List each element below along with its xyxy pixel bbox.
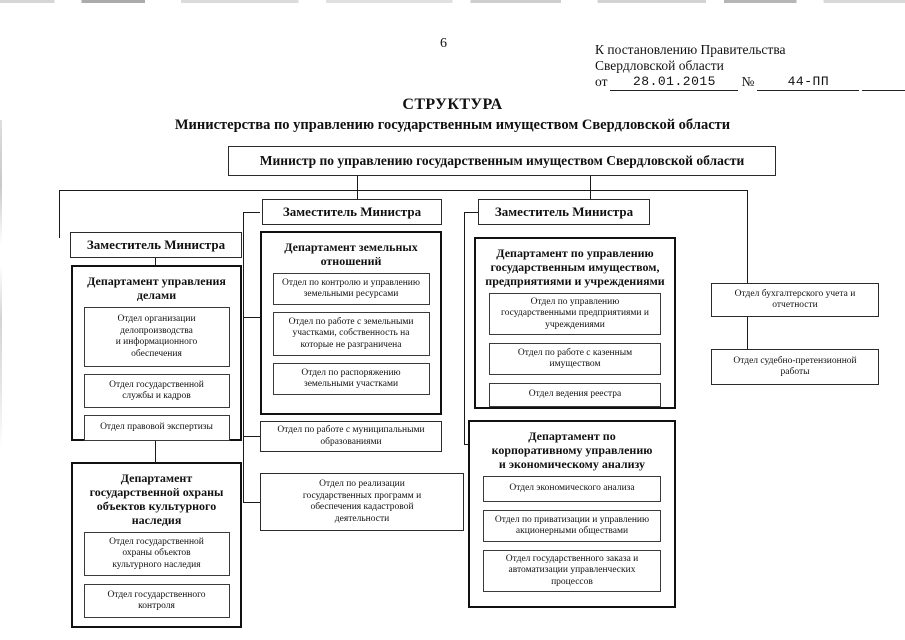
unit-economic-analysis[interactable]: Отдел экономического анализа — [483, 476, 661, 502]
appendix-line-2: Свердловской области — [595, 58, 724, 73]
deputy-minister-middle-box[interactable]: Заместитель Министра — [262, 199, 442, 225]
connector-right-rail — [464, 212, 465, 444]
unit-legal-expertise[interactable]: Отдел правовой экспертизы — [83, 415, 230, 441]
scan-artifact-left — [0, 120, 2, 450]
deputy-minister-left-box[interactable]: Заместитель Министра — [70, 232, 242, 258]
number-value: 44-ПП — [757, 74, 860, 91]
document-subtitle: Министерства по управлению государственн… — [174, 117, 731, 133]
connector-bus-to-middle-deputy — [357, 190, 358, 200]
connector-middle-to-deputy — [243, 212, 260, 213]
deputy-minister-middle-label: Заместитель Министра — [282, 204, 422, 219]
appendix-line-1: К постановлению Правительства — [595, 42, 786, 57]
connector-middle-to-dept-land — [243, 317, 260, 318]
scan-artifact-top — [0, 0, 905, 3]
page-number: 6 — [440, 36, 447, 51]
date-label: от — [595, 74, 608, 89]
connector-middle-to-municipal — [243, 436, 260, 437]
connector-minister-drop-middle — [357, 176, 358, 190]
connector-main-bus — [59, 190, 747, 191]
minister-label: Министр по управлению государственным им… — [259, 153, 745, 168]
appendix-reference: К постановлению Правительства Свердловск… — [595, 42, 786, 74]
deputy-minister-right-box[interactable]: Заместитель Министра — [478, 199, 650, 225]
document-title: СТРУКТУРА — [402, 96, 503, 113]
connector-bus-to-left-deputy — [59, 190, 60, 238]
unit-registry-maintenance[interactable]: Отдел ведения реестра — [489, 383, 661, 407]
connector-right-to-deputy — [464, 212, 478, 213]
connector-bus-to-right-deputy — [590, 190, 591, 200]
connector-middle-to-cadastre — [243, 502, 260, 503]
number-label: № — [741, 74, 755, 89]
connector-left-dept-affairs-to-heritage — [155, 440, 156, 462]
number-tail-rule — [862, 89, 905, 91]
connector-left-deputy-to-dept-affairs — [155, 256, 156, 266]
connector-bus-right-end — [747, 190, 748, 202]
connector-minister-drop-right — [590, 176, 591, 190]
document-dateline: от 28.01.2015 № 44-ПП — [595, 74, 905, 91]
date-value: 28.01.2015 — [610, 74, 739, 91]
connector-middle-rail — [243, 212, 244, 502]
deputy-minister-right-label: Заместитель Министра — [494, 204, 634, 219]
minister-box[interactable]: Министр по управлению государственным им… — [228, 146, 776, 176]
deputy-minister-left-label: Заместитель Министра — [86, 237, 226, 252]
